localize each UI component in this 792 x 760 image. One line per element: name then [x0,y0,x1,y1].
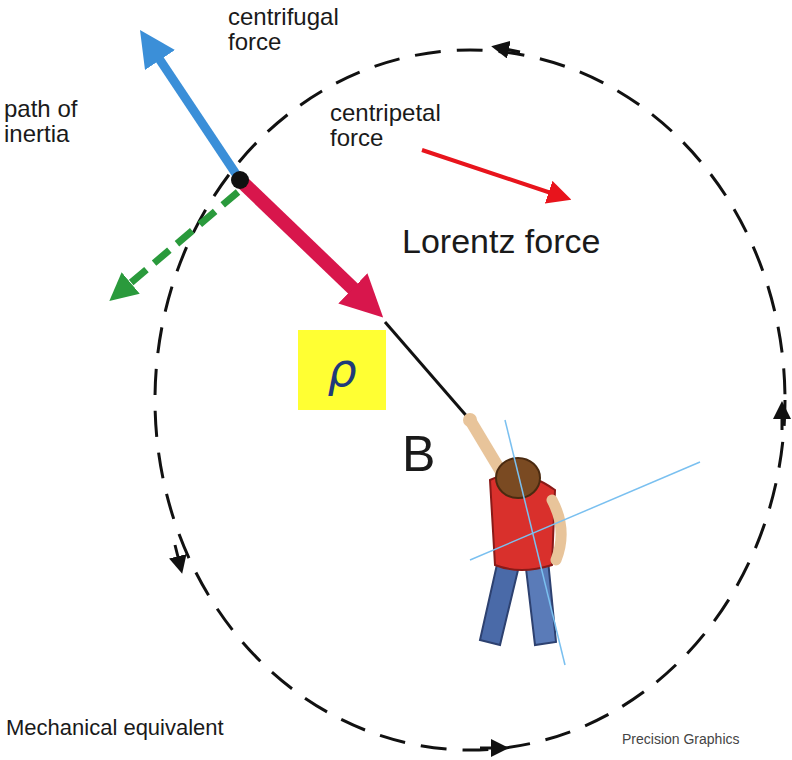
inertia-arrow [120,192,238,292]
mass-dot [231,171,249,189]
direction-arrow [175,545,180,565]
force-name: Lorentz force [402,224,782,260]
force-label: centrifugal force [228,4,363,54]
caption-note: Mechanical equivalent [6,716,306,739]
credit-note: Precision Graphics [622,732,782,747]
density-box: ρ [298,330,386,410]
field-symbol: B [402,428,462,481]
axis-line [505,420,565,665]
node-text: ρ [327,343,356,397]
string [385,322,470,420]
leader-arrow [422,150,560,196]
direction-arrow [480,747,500,750]
force-label: centripetal force [330,100,460,150]
force-label: path of inertia [4,96,116,146]
axis-line [470,462,700,560]
direction-arrow [500,48,520,52]
direction-arrow [781,410,784,430]
centrifugal-arrow [150,45,240,180]
orbit-path [155,50,785,750]
centripetal-arrow [240,180,368,303]
